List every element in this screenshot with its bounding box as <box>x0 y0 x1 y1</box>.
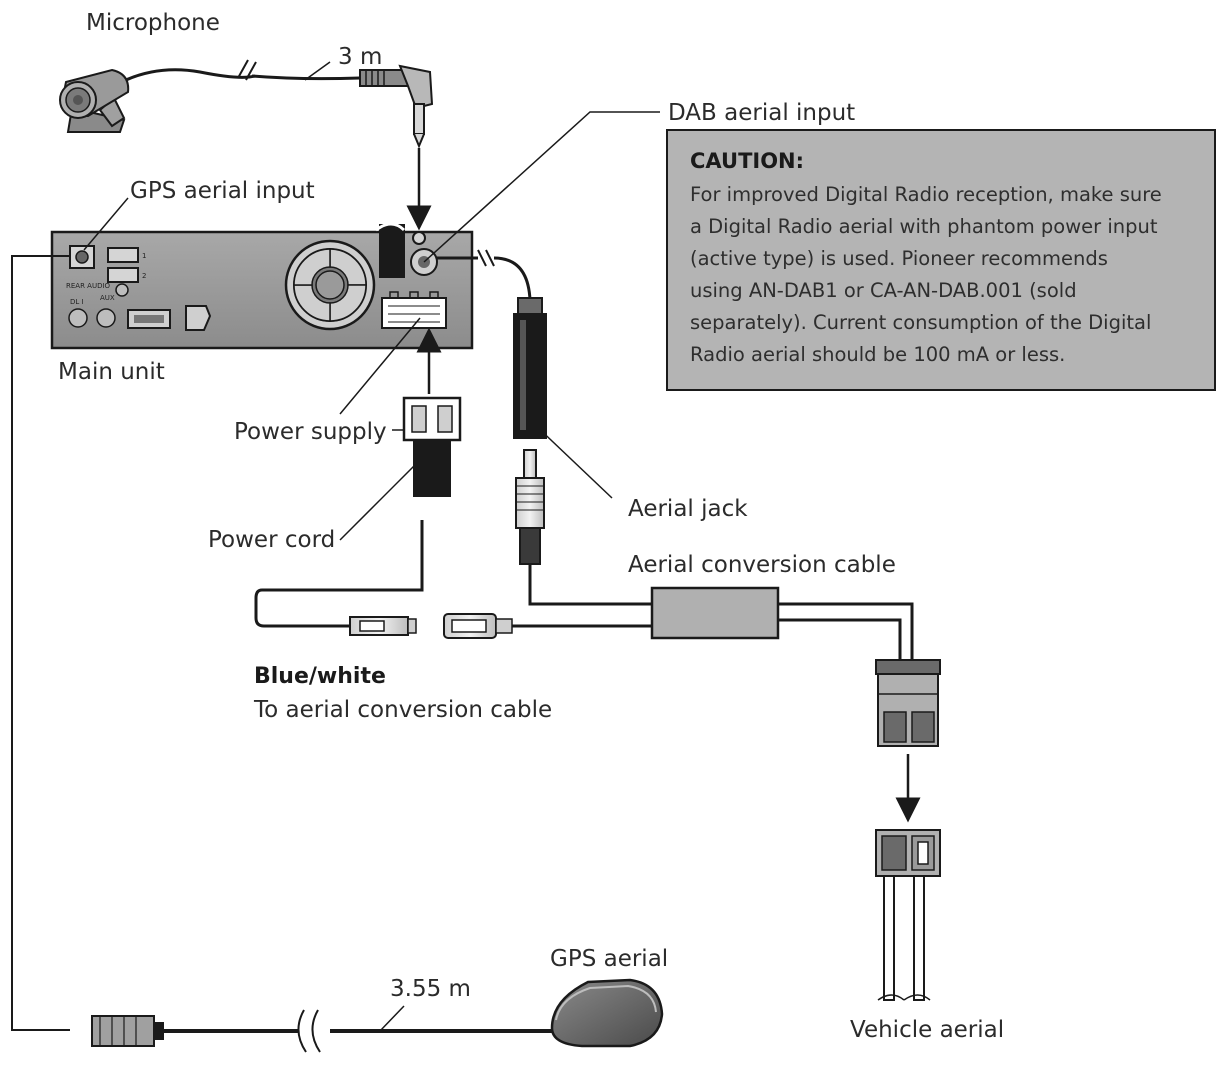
gps-length-leader <box>379 1005 405 1032</box>
aerial-plug <box>515 449 545 565</box>
usb2-mark: 2 <box>142 272 146 280</box>
label-blue-white: Blue/white <box>254 664 386 689</box>
conversion-box <box>650 586 780 640</box>
vehicle-plug-top <box>875 659 941 747</box>
conversion-wire-top <box>528 564 652 606</box>
power-cord-leader <box>339 461 419 541</box>
caution-line-6: Radio aerial should be 100 mA or less. <box>690 343 1065 366</box>
dli-mark: DL I <box>70 298 84 306</box>
blue-white-connector-female <box>443 613 513 639</box>
label-to-aerial-conversion: To aerial conversion cable <box>253 697 552 723</box>
gps-return-line <box>11 255 70 1031</box>
label-mic-length: 3 m <box>338 44 382 70</box>
usb1-mark: 1 <box>142 252 146 260</box>
mic-length-leader <box>304 61 331 81</box>
dab-input-leader <box>423 111 660 263</box>
label-gps-length: 3.55 m <box>390 976 471 1002</box>
blue-white-connector-male <box>349 616 417 636</box>
label-gps-input: GPS aerial input <box>130 178 315 204</box>
label-power-supply: Power supply <box>234 419 387 445</box>
label-main-unit: Main unit <box>58 359 165 385</box>
aerial-jack <box>513 297 547 439</box>
label-microphone: Microphone <box>86 10 220 36</box>
caution-line-1: For improved Digital Radio reception, ma… <box>690 183 1162 206</box>
microphone-cable <box>237 59 434 149</box>
gps-aerial-device <box>550 978 664 1048</box>
aux-mark: AUX <box>100 294 115 302</box>
gps-cable-break <box>297 1009 321 1053</box>
power-supply-leader-2 <box>339 317 421 415</box>
label-power-cord: Power cord <box>208 527 335 553</box>
gps-plug <box>91 1015 164 1047</box>
gps-input-leader <box>83 197 129 251</box>
label-aerial-conversion-cable: Aerial conversion cable <box>628 552 896 578</box>
aerial-jack-leader <box>531 421 613 499</box>
label-dab-input: DAB aerial input <box>668 100 855 126</box>
power-supply-plug <box>402 396 462 521</box>
caution-line-2: a Digital Radio aerial with phantom powe… <box>690 215 1158 238</box>
dab-cable <box>437 249 532 301</box>
caution-line-4: using AN-DAB1 or CA-AN-DAB.001 (sold <box>690 279 1077 302</box>
caution-box: CAUTION: For improved Digital Radio rece… <box>666 129 1216 391</box>
caution-line-3: (active type) is used. Pioneer recommend… <box>690 247 1108 270</box>
caution-line-5: separately). Current consumption of the … <box>690 311 1151 334</box>
conversion-out-wires <box>778 602 914 662</box>
caution-title: CAUTION: <box>690 149 804 173</box>
label-vehicle-aerial: Vehicle aerial <box>850 1017 1004 1043</box>
microphone <box>59 68 256 133</box>
vehicle-plug-bottom <box>875 829 941 1001</box>
main-unit: 1 2 REAR AUDIO AUX DL I <box>50 214 474 350</box>
rear-audio-mark: REAR AUDIO <box>66 282 111 290</box>
power-cord-wire <box>254 520 424 628</box>
label-aerial-jack: Aerial jack <box>628 496 748 522</box>
label-gps-aerial: GPS aerial <box>550 946 668 972</box>
